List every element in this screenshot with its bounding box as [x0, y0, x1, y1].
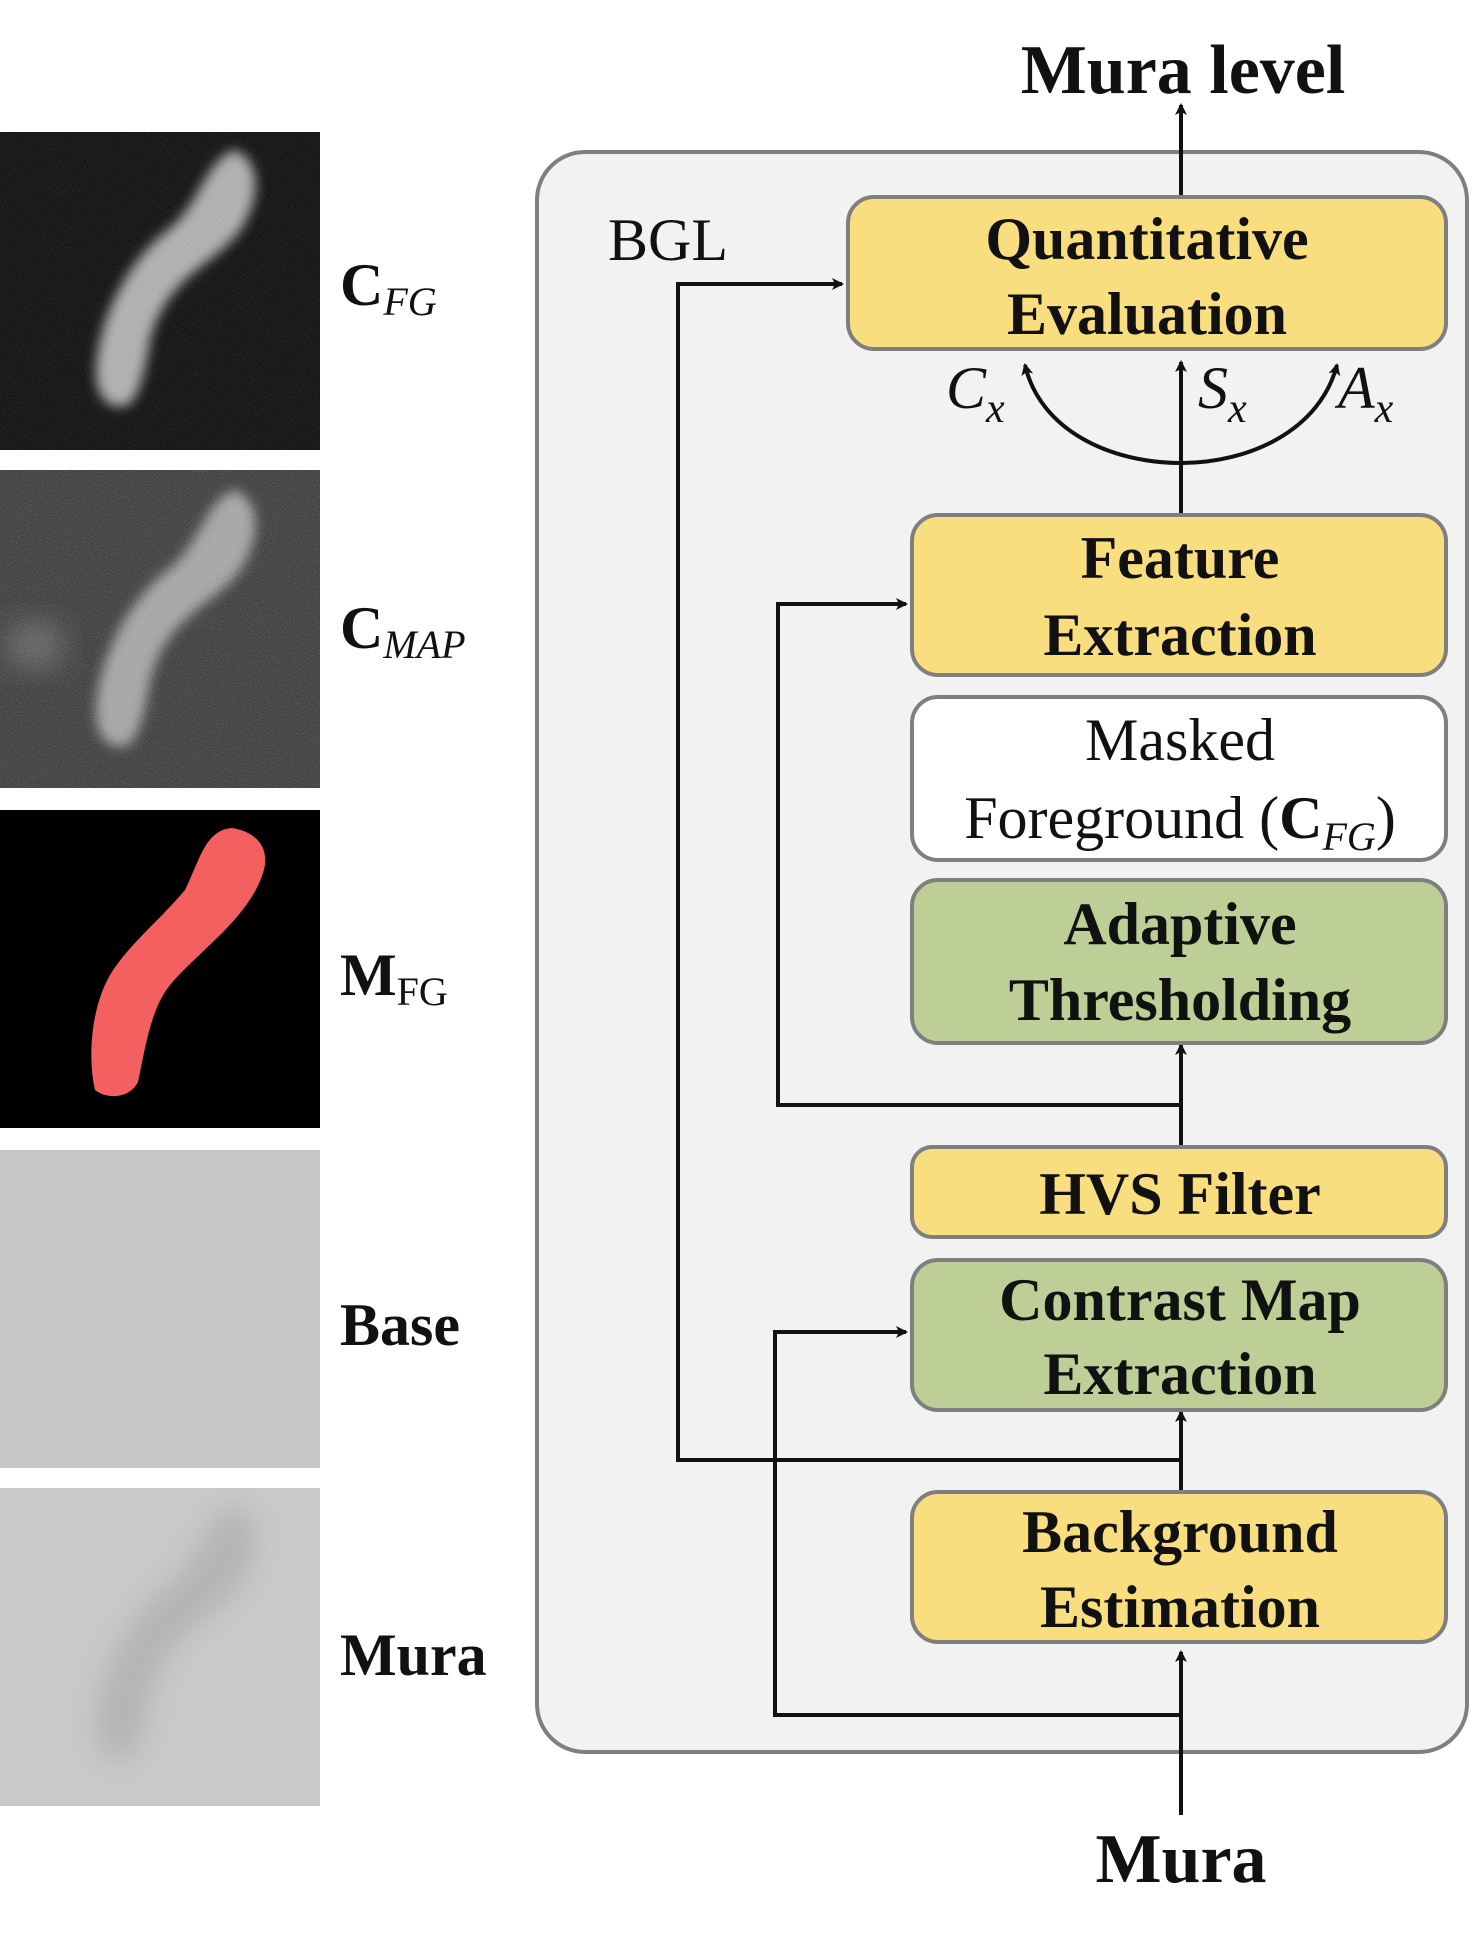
svg-text:Ax: Ax: [1334, 355, 1394, 432]
feature-symbol-a: Ax: [1334, 355, 1394, 432]
svg-text:Extraction: Extraction: [1043, 602, 1316, 668]
svg-text:Adaptive: Adaptive: [1063, 891, 1296, 957]
stage-background-estimation: Background Estimation: [910, 1490, 1448, 1644]
input-label: Mura: [1095, 1821, 1266, 1898]
stage-masked-foreground: Masked Foreground (CFG): [910, 695, 1448, 862]
svg-text:CFG: CFG: [340, 252, 437, 324]
feature-symbol-c: Cx: [946, 355, 1005, 432]
svg-text:Quantitative: Quantitative: [985, 206, 1308, 272]
bgl-label: BGL: [608, 207, 728, 273]
connectors: [676, 103, 1341, 1815]
stage-adaptive-thresholding: Adaptive Thresholding: [910, 878, 1448, 1045]
svg-text:Extraction: Extraction: [1043, 1341, 1316, 1407]
svg-text:Mura: Mura: [340, 1622, 487, 1688]
svg-text:Contrast Map: Contrast Map: [999, 1267, 1361, 1333]
thumbnail-mura: [0, 1488, 320, 1806]
stage-hvs-filter: HVS Filter: [910, 1145, 1448, 1239]
stage-feature-extraction: Feature Extraction: [910, 513, 1448, 677]
svg-text:Cx: Cx: [946, 355, 1005, 432]
output-label: Mura level: [1021, 32, 1346, 109]
thumbnail-mfg: [0, 810, 320, 1128]
svg-text:HVS Filter: HVS Filter: [1039, 1161, 1321, 1227]
svg-text:Evaluation: Evaluation: [1007, 281, 1287, 347]
thumbnail-label-mura: Mura: [340, 1622, 487, 1688]
svg-text:MFG: MFG: [340, 942, 448, 1014]
thumbnail-label-cmap: CMAP: [340, 595, 466, 667]
thumbnail-label-base: Base: [340, 1292, 460, 1358]
svg-text:Estimation: Estimation: [1040, 1574, 1320, 1640]
thumbnail-label-cfg: CFG: [340, 252, 437, 324]
svg-text:Masked: Masked: [1085, 707, 1275, 773]
thumbnail-cfg: [0, 132, 320, 450]
svg-text:Sx: Sx: [1198, 355, 1247, 432]
svg-text:Base: Base: [340, 1292, 460, 1358]
stage-contrast-map-extraction: Contrast Map Extraction: [910, 1258, 1448, 1412]
thumbnail-label-mfg: MFG: [340, 942, 448, 1014]
svg-text:CMAP: CMAP: [340, 595, 466, 667]
stage-quantitative-evaluation: Quantitative Evaluation: [846, 195, 1448, 351]
svg-text:Background: Background: [1022, 1499, 1338, 1565]
svg-text:Feature: Feature: [1081, 525, 1280, 591]
svg-text:Foreground (CFG): Foreground (CFG): [964, 785, 1396, 859]
thumbnail-base: [0, 1150, 320, 1468]
svg-text:Thresholding: Thresholding: [1009, 967, 1351, 1033]
thumbnail-cmap: [0, 470, 320, 788]
feature-symbol-s: Sx: [1198, 355, 1247, 432]
